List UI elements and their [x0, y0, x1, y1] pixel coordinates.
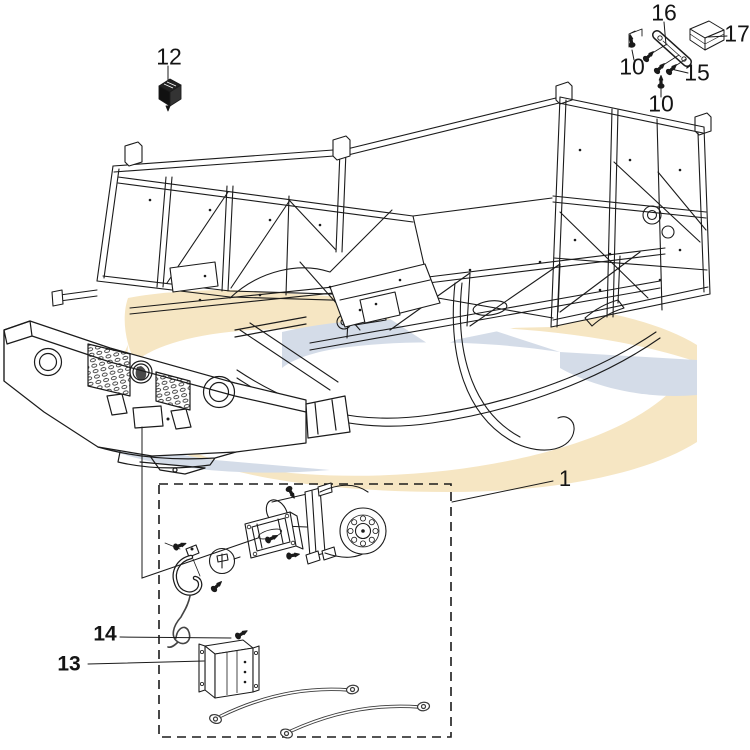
callout-15: 15 — [684, 59, 710, 86]
callout-1: 1 — [558, 466, 572, 491]
callout-10-upper: 10 — [619, 53, 645, 80]
winch-switch-part — [158, 78, 182, 112]
callout-16: 16 — [651, 0, 677, 26]
callout-12: 12 — [156, 43, 182, 70]
front-bumper — [3, 316, 351, 475]
chassis-frame — [51, 81, 712, 451]
winch-contactor-box — [198, 627, 260, 699]
winch-assembly — [164, 482, 387, 649]
winch-power-cables — [209, 684, 431, 739]
leader-lines — [87, 21, 728, 665]
mount-hardware-cluster — [626, 20, 725, 89]
callout-10-lower: 10 — [648, 90, 674, 117]
callout-13: 13 — [57, 652, 81, 676]
callout-14: 14 — [93, 622, 117, 646]
callout-17: 17 — [724, 20, 750, 47]
winch-kit-dashed-box — [158, 483, 452, 738]
